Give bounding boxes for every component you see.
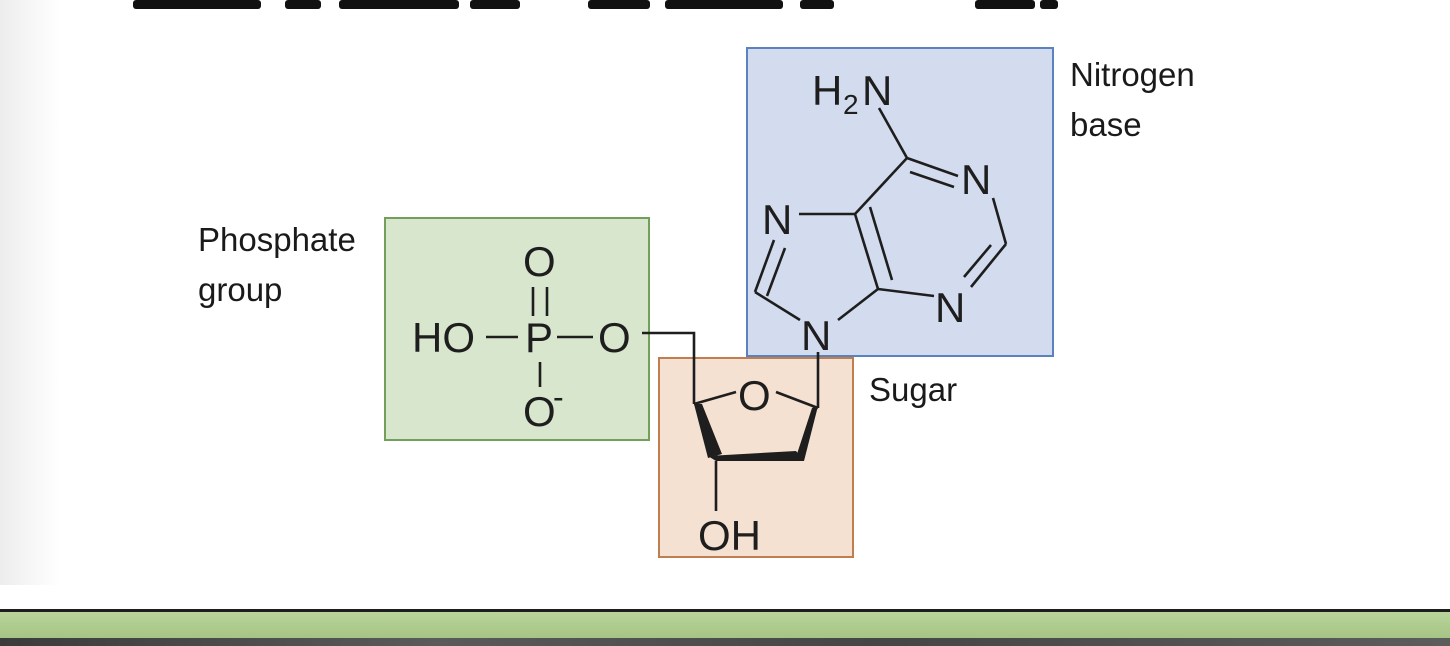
label-phosphate-line2: group [198,271,283,308]
atom-n9: N [801,312,831,359]
atom-n-amine: N [862,67,892,114]
atom-o-minus: O [523,388,556,435]
atom-ho: HO [412,314,475,361]
atom-oh: OH [698,512,761,559]
phosphate-group-box [384,217,650,441]
label-nitrogen-base: Nitrogen base [1070,50,1195,150]
cropped-title-fragment [0,0,1450,40]
atom-n7: N [762,196,792,243]
atom-n1: N [961,156,991,203]
nitrogen-base-box [746,47,1054,357]
atom-n3: N [935,284,965,331]
label-nitrogen-line1: Nitrogen [1070,56,1195,93]
footer-divider [0,609,1450,612]
atom-h-amine: H [812,67,842,114]
label-nitrogen-line2: base [1070,106,1142,143]
label-sugar: Sugar [869,365,957,415]
subscript-2: 2 [843,89,859,120]
label-phosphate-line1: Phosphate [198,221,356,258]
atom-o-double: O [523,238,556,285]
nitrogen-base-structure: H 2 N N N N N [753,67,1008,359]
slide-edge-shadow [0,0,60,585]
atom-o-ring: O [738,372,771,419]
atom-p: P [525,314,553,361]
atom-o-ester: O [598,314,631,361]
phosphodiester-linker [642,331,696,404]
label-phosphate-group: Phosphate group [198,215,356,315]
footer-green-band [0,612,1450,638]
minus-sign: - [553,379,564,415]
sugar-structure: O OH [693,356,820,559]
phosphate-structure: HO P O O O - [412,238,631,435]
footer-photo-strip [0,638,1450,646]
label-sugar-text: Sugar [869,371,958,408]
